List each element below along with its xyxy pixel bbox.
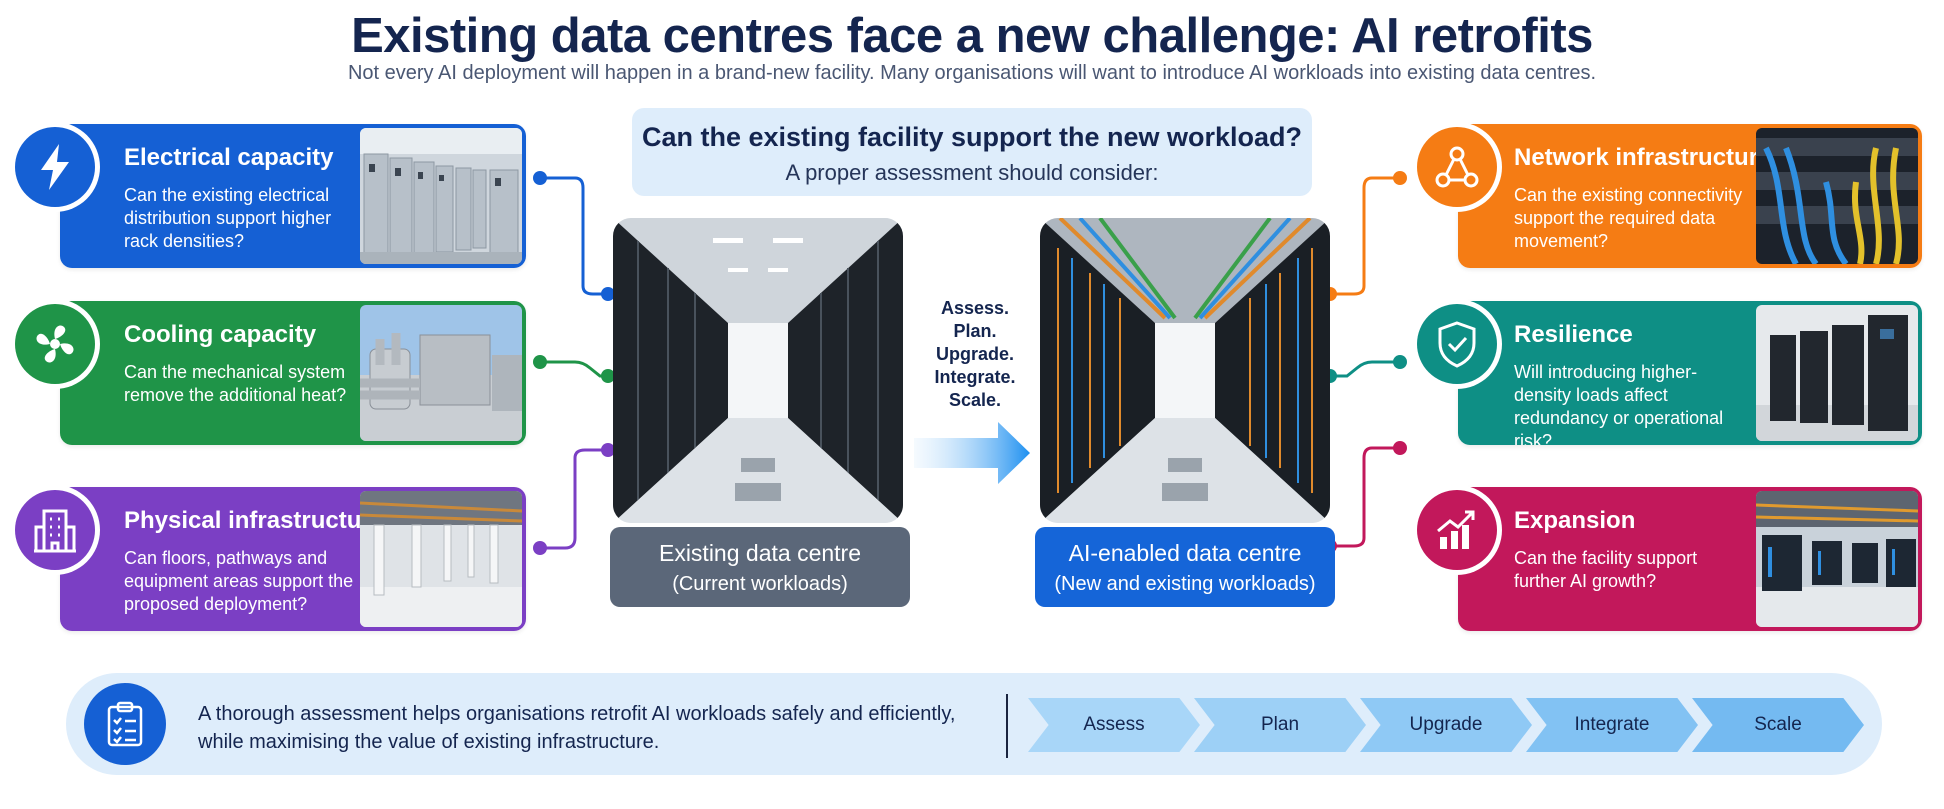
ai-dc-title: AI-enabled data centre — [1068, 540, 1302, 566]
step-chevron-plan: Plan — [1194, 698, 1366, 752]
transition-step: Upgrade. — [935, 344, 1014, 364]
existing-dc-title: Existing data centre — [658, 540, 861, 566]
connector-expansion — [1330, 446, 1400, 548]
transition-steps: Assess. Plan. Upgrade. Integrate. Scale. — [905, 297, 1045, 412]
growth-chart-icon — [1412, 485, 1502, 575]
card-network-infrastructure: Network infrastructure Can the existing … — [1458, 124, 1922, 268]
card-title: Expansion — [1514, 507, 1636, 534]
connector-network — [1330, 176, 1400, 296]
card-text: Can the facility support further AI grow… — [1514, 548, 1698, 591]
card-expansion: Expansion Can the facility support furth… — [1458, 487, 1922, 631]
connector-resilience — [1330, 360, 1400, 378]
fan-icon — [10, 299, 100, 389]
building-icon — [10, 485, 100, 575]
cooling-plant-photo — [360, 305, 522, 441]
card-title: Resilience — [1514, 321, 1633, 348]
connector-cooling — [540, 360, 608, 378]
connector-physical — [540, 448, 608, 550]
card-title: Network infrastructure — [1514, 144, 1772, 171]
card-cooling-capacity: Cooling capacity Can the mechanical syst… — [60, 301, 526, 445]
card-electrical-capacity: Electrical capacity Can the existing ele… — [60, 124, 526, 268]
connector-electrical — [540, 176, 608, 296]
network-cables-photo — [1756, 128, 1918, 264]
existing-dc-subtitle: (Current workloads) — [672, 573, 848, 595]
page-subtitle: Not every AI deployment will happen in a… — [347, 62, 1597, 84]
network-nodes-icon — [1412, 122, 1502, 212]
transition-arrow-icon — [914, 422, 1030, 484]
assessment-question: Can the existing facility support the ne… — [641, 122, 1303, 152]
step-chevron-scale: Scale — [1692, 698, 1864, 752]
transition-step: Scale. — [948, 390, 1002, 410]
ai-dc-subtitle: (New and existing workloads) — [1054, 573, 1316, 595]
card-text: Can the existing connectivity support th… — [1514, 185, 1743, 251]
summary-text: A thorough assessment helps organisation… — [198, 703, 956, 753]
page-title: Existing data centres face a new challen… — [351, 9, 1593, 63]
step-chevron-assess: Assess — [1028, 698, 1200, 752]
shield-check-icon — [1412, 299, 1502, 389]
existing-data-centre-label: Existing data centre (Current workloads) — [610, 527, 910, 607]
transition-step: Assess. — [940, 298, 1010, 318]
transition-step: Integrate. — [934, 367, 1016, 387]
empty-hall-photo — [360, 491, 522, 627]
existing-data-centre-photo — [613, 218, 903, 523]
expansion-hall-photo — [1756, 491, 1918, 627]
card-text: Can floors, pathways and equipment areas… — [124, 548, 354, 614]
assessment-question-box: Can the existing facility support the ne… — [632, 108, 1312, 196]
clipboard-checklist-icon — [84, 683, 166, 765]
ai-data-centre-photo — [1040, 218, 1330, 523]
card-text: Will introducing higher-density loads af… — [1514, 362, 1724, 445]
card-title: Physical infrastructure — [124, 507, 385, 534]
card-text: Can the existing electrical distribution… — [124, 185, 332, 251]
step-chevron-integrate: Integrate — [1526, 698, 1698, 752]
card-title: Electrical capacity — [124, 144, 334, 171]
step-chevron-upgrade: Upgrade — [1360, 698, 1532, 752]
server-cabinets-photo — [1756, 305, 1918, 441]
card-physical-infrastructure: Physical infrastructure Can floors, path… — [60, 487, 526, 631]
transition-step: Plan. — [953, 321, 997, 341]
card-text: Can the mechanical system remove the add… — [124, 362, 347, 405]
card-title: Cooling capacity — [124, 321, 317, 348]
ai-data-centre-label: AI-enabled data centre (New and existing… — [1035, 527, 1335, 607]
summary-divider — [1006, 694, 1008, 758]
card-resilience: Resilience Will introducing higher-densi… — [1458, 301, 1922, 445]
switchgear-photo — [360, 128, 522, 264]
lightning-bolt-icon — [10, 122, 100, 212]
assessment-subheading: A proper assessment should consider: — [785, 160, 1159, 185]
